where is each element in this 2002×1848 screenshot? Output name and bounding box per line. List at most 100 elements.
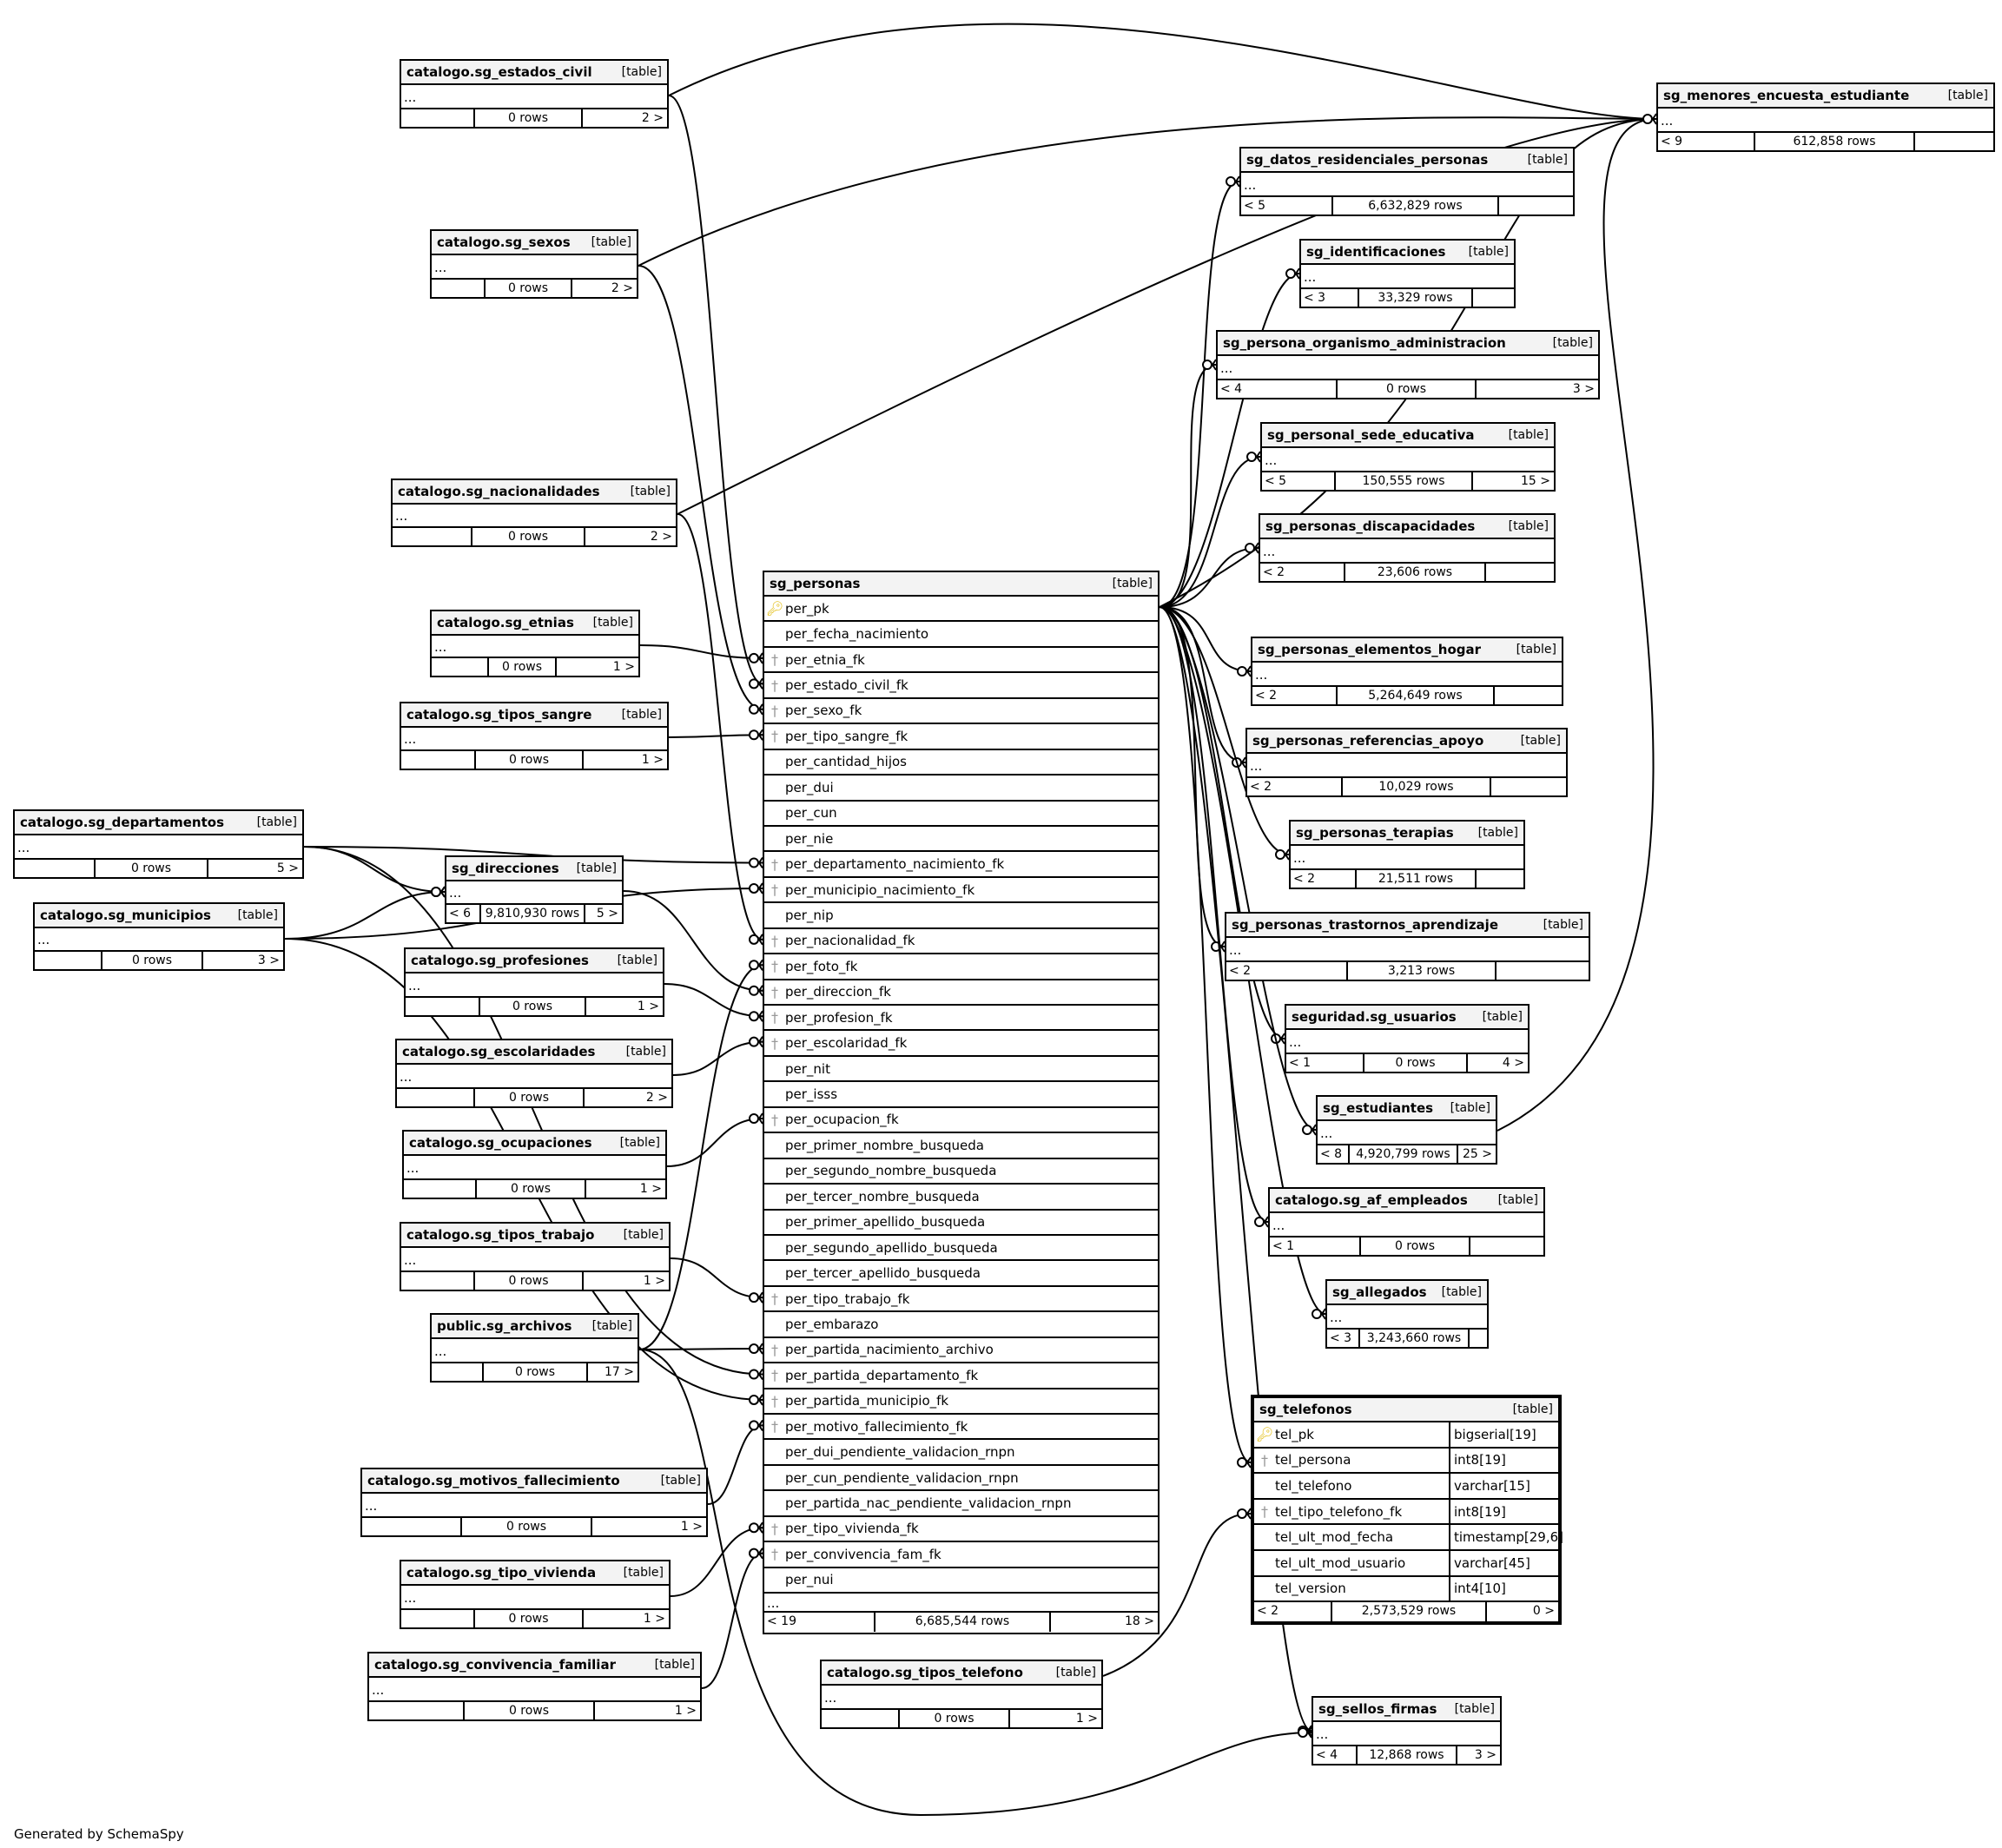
many-crowfoot xyxy=(1652,113,1657,125)
column-row[interactable]: † per_convivencia_fam_fk xyxy=(764,1542,1158,1568)
table-ocupaciones[interactable]: catalogo.sg_ocupaciones [table] ... 0 ro… xyxy=(402,1130,667,1199)
column-row[interactable]: † per_etnia_fk xyxy=(764,648,1158,674)
column-row[interactable]: tel_ult_mod_fecha timestamp[29,6] xyxy=(1254,1525,1563,1551)
table-persona-organismo[interactable]: sg_persona_organismo_administracion [tab… xyxy=(1216,330,1600,399)
column-row[interactable]: † per_ocupacion_fk xyxy=(764,1108,1158,1134)
footer-cell-0: < 5 xyxy=(1262,472,1336,492)
column-row[interactable]: † per_profesion_fk xyxy=(764,1006,1158,1032)
table-datos-residenciales[interactable]: sg_datos_residenciales_personas [table] … xyxy=(1239,147,1575,216)
column-row[interactable]: † per_sexo_fk xyxy=(764,699,1158,725)
table-municipios[interactable]: catalogo.sg_municipios [table] ... 0 row… xyxy=(33,902,285,971)
column-row[interactable]: † tel_persona int8[19] xyxy=(1254,1448,1558,1475)
table-tipo-vivienda[interactable]: catalogo.sg_tipo_vivienda [table] ... 0 … xyxy=(400,1560,671,1629)
column-row[interactable]: per_embarazo xyxy=(764,1312,1158,1338)
table-tipos-telefono[interactable]: catalogo.sg_tipos_telefono [table] ... 0… xyxy=(820,1660,1103,1729)
column-row[interactable]: † per_tipo_vivienda_fk xyxy=(764,1517,1158,1543)
column-row[interactable]: per_segundo_nombre_busqueda xyxy=(764,1159,1158,1185)
column-row[interactable]: per_fecha_nacimiento xyxy=(764,622,1158,648)
footer-cell-0 xyxy=(15,860,96,879)
table-personal-sede[interactable]: sg_personal_sede_educativa [table] ... <… xyxy=(1260,422,1556,492)
column-row[interactable]: per_partida_nac_pendiente_validacion_rnp… xyxy=(764,1491,1158,1517)
table-type: [table] xyxy=(1527,153,1568,167)
table-header: catalogo.sg_tipos_telefono [table] xyxy=(822,1661,1101,1686)
column-row[interactable]: † per_direccion_fk xyxy=(764,980,1158,1006)
column-row[interactable]: tel_ult_mod_usuario varchar[45] xyxy=(1254,1550,1558,1577)
column-row[interactable]: per_nui xyxy=(764,1568,1158,1594)
column-row[interactable]: † per_foto_fk xyxy=(764,954,1158,980)
table-af-empleados[interactable]: catalogo.sg_af_empleados [table] ... < 1… xyxy=(1268,1187,1545,1257)
column-row[interactable]: per_tercer_apellido_busqueda xyxy=(764,1261,1158,1287)
column-row[interactable]: † per_tipo_sangre_fk xyxy=(764,724,1158,750)
table-type: [table] xyxy=(623,1566,664,1580)
table-sg-telefonos[interactable]: sg_telefonos [table] 🔑︎ tel_pk bigserial… xyxy=(1251,1395,1563,1625)
column-row[interactable]: † per_escolaridad_fk xyxy=(764,1031,1158,1057)
table-trastornos[interactable]: sg_personas_trastornos_aprendizaje [tabl… xyxy=(1225,912,1590,981)
optional-marker xyxy=(1275,849,1285,860)
footer-cell-0 xyxy=(35,952,102,971)
column-row[interactable]: † per_partida_municipio_fk xyxy=(764,1389,1158,1415)
column-row[interactable]: per_tercer_nombre_busqueda xyxy=(764,1185,1158,1211)
table-motivos-fallecimiento[interactable]: catalogo.sg_motivos_fallecimiento [table… xyxy=(360,1468,708,1537)
column-row[interactable]: per_cantidad_hijos xyxy=(764,750,1158,776)
column-row[interactable]: per_cun xyxy=(764,802,1158,827)
column-row[interactable]: per_segundo_apellido_busqueda xyxy=(764,1236,1158,1262)
table-nacionalidades[interactable]: catalogo.sg_nacionalidades [table] ... 0… xyxy=(391,478,677,547)
column-row[interactable]: per_isss xyxy=(764,1082,1158,1108)
table-convivencia-familiar[interactable]: catalogo.sg_convivencia_familiar [table]… xyxy=(367,1652,702,1721)
table-escolaridades[interactable]: catalogo.sg_escolaridades [table] ... 0 … xyxy=(395,1039,673,1108)
column-row[interactable]: † per_tipo_trabajo_fk xyxy=(764,1287,1158,1313)
many-crowfoot xyxy=(758,1112,763,1125)
column-row[interactable]: † per_departamento_nacimiento_fk xyxy=(764,852,1158,878)
edge-estudiantes xyxy=(1159,606,1317,1131)
column-row[interactable]: per_dui_pendiente_validacion_rnpn xyxy=(764,1440,1158,1466)
table-elementos-hogar[interactable]: sg_personas_elementos_hogar [table] ... … xyxy=(1251,637,1563,706)
footer-cell-2: 18 > xyxy=(1125,1614,1154,1629)
table-tipos-trabajo[interactable]: catalogo.sg_tipos_trabajo [table] ... 0 … xyxy=(400,1222,671,1291)
table-discapacidades[interactable]: sg_personas_discapacidades [table] ... <… xyxy=(1259,513,1556,583)
edge-menores-encuesta xyxy=(668,23,1657,120)
column-row[interactable]: tel_telefono varchar[15] xyxy=(1254,1474,1558,1500)
column-row[interactable]: 🔑︎ tel_pk bigserial[19] xyxy=(1254,1422,1558,1449)
table-sg-personas[interactable]: sg_personas [table] 🔑︎ per_pk per_fecha_… xyxy=(763,571,1160,1634)
column-row[interactable]: † per_estado_civil_fk xyxy=(764,673,1158,699)
column-row[interactable]: per_cun_pendiente_validacion_rnpn xyxy=(764,1466,1158,1492)
column-row[interactable]: † per_partida_nacimiento_archivo xyxy=(764,1338,1158,1364)
column-row[interactable]: 🔑︎ per_pk xyxy=(764,597,1158,623)
column-row[interactable]: † tel_tipo_telefono_fk int8[19] xyxy=(1254,1499,1558,1526)
column-row[interactable]: per_nie xyxy=(764,827,1158,853)
table-type: [table] xyxy=(1441,1285,1482,1299)
table-type: [table] xyxy=(621,65,662,79)
many-crowfoot xyxy=(1285,848,1290,861)
column-row[interactable]: † per_partida_departamento_fk xyxy=(764,1363,1158,1389)
column-row[interactable]: tel_version int4[10] xyxy=(1254,1576,1558,1603)
table-estados-civil[interactable]: catalogo.sg_estados_civil [table] ... 0 … xyxy=(400,59,669,129)
columns-ellipsis: ... xyxy=(432,1339,638,1363)
column-row[interactable]: per_primer_apellido_busqueda xyxy=(764,1211,1158,1236)
column-row[interactable]: † per_nacionalidad_fk xyxy=(764,929,1158,955)
table-departamentos[interactable]: catalogo.sg_departamentos [table] ... 0 … xyxy=(13,809,304,879)
optional-marker xyxy=(1226,176,1236,187)
column-row[interactable]: per_primer_nombre_busqueda xyxy=(764,1133,1158,1159)
table-profesiones[interactable]: catalogo.sg_profesiones [table] ... 0 ro… xyxy=(404,947,664,1017)
column-row[interactable]: per_dui xyxy=(764,776,1158,802)
column-row[interactable]: per_nip xyxy=(764,903,1158,929)
table-type: [table] xyxy=(591,1319,632,1333)
table-referencias-apoyo[interactable]: sg_personas_referencias_apoyo [table] ..… xyxy=(1245,728,1568,797)
column-row[interactable]: † per_municipio_nacimiento_fk xyxy=(764,878,1158,904)
column-row[interactable]: per_nit xyxy=(764,1057,1158,1083)
table-menores-encuesta[interactable]: sg_menores_encuesta_estudiante [table] .… xyxy=(1656,82,1995,152)
column-row[interactable]: † per_motivo_fallecimiento_fk xyxy=(764,1415,1158,1441)
table-tipos-sangre[interactable]: catalogo.sg_tipos_sangre [table] ... 0 r… xyxy=(400,702,669,770)
